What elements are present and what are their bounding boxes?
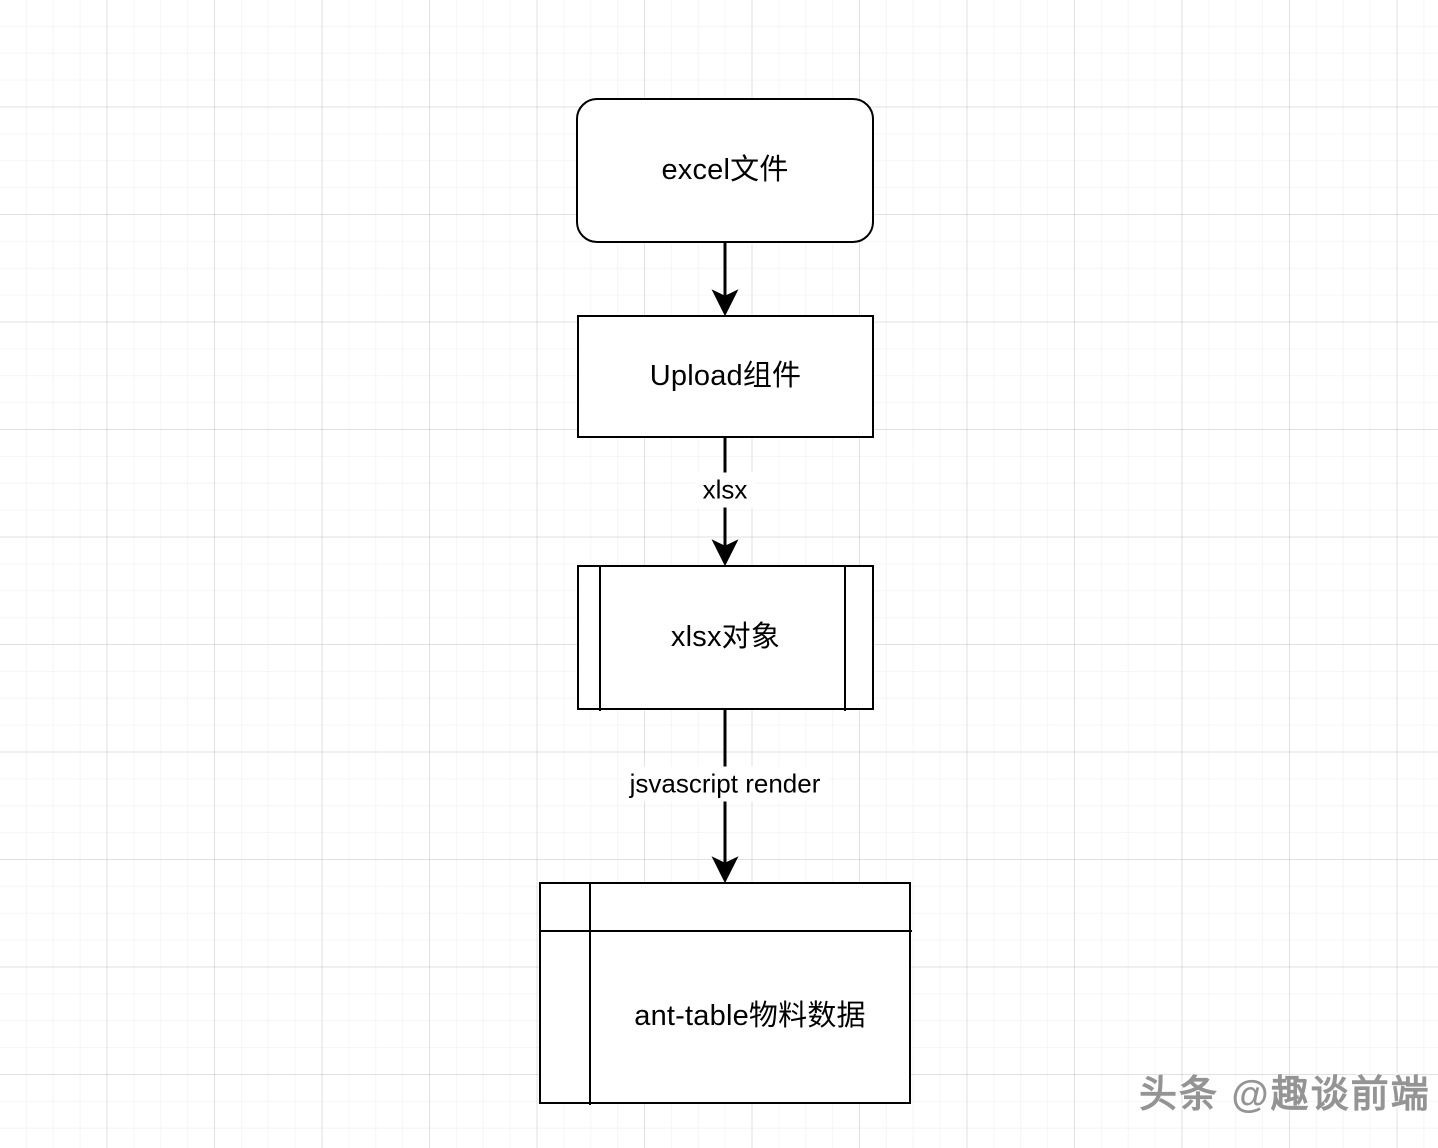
node-upload-component-label: Upload组件	[649, 360, 802, 393]
edge-label-jsvascript-render: jsvascript render	[622, 766, 828, 802]
node-xlsx-object[interactable]: xlsx对象	[577, 564, 874, 711]
predefined-process-left-rule	[599, 564, 601, 711]
table-body-cell: ant-table物料数据	[591, 930, 909, 1102]
node-excel-file[interactable]: excel文件	[576, 98, 874, 243]
node-upload-component[interactable]: Upload组件	[577, 315, 874, 438]
predefined-process-right-rule	[844, 564, 846, 711]
edge-label-xlsx: xlsx	[695, 472, 755, 508]
watermark: 头条 @趣谈前端	[1139, 1074, 1431, 1116]
table-header-rule	[538, 930, 912, 932]
table-column-rule	[589, 881, 591, 1105]
node-excel-file-label: excel文件	[661, 154, 789, 187]
node-ant-table-label: ant-table物料数据	[634, 999, 866, 1032]
node-ant-table[interactable]: ant-table物料数据	[538, 881, 912, 1105]
node-xlsx-object-label: xlsx对象	[670, 621, 781, 654]
